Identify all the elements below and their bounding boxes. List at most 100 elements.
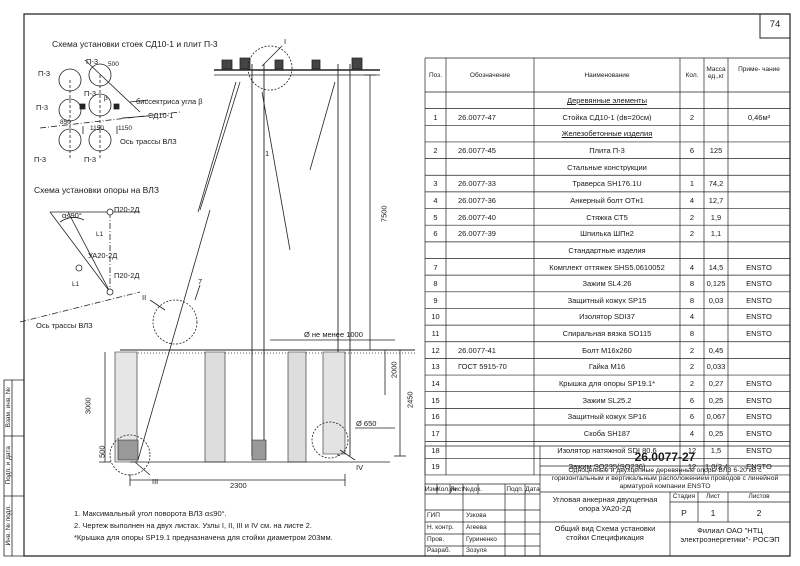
spec-row-note: ENSTO [746, 413, 772, 421]
spec-row-designation: 26.0077-41 [458, 346, 496, 355]
spec-row-designation: 26.0077-36 [458, 196, 496, 205]
spec-row-qty: 2 [689, 113, 695, 122]
spec-row-name: Защитный кожух SP16 [567, 413, 647, 421]
spec-row-name: Изолятор SDI37 [579, 313, 635, 321]
label-dim-2450: 2450 [405, 391, 415, 409]
doc-code: 26.0077-27 [634, 450, 696, 464]
label-p20-a: П20-2Д [114, 205, 140, 214]
label-dim-3000: 3000 [83, 397, 93, 415]
stage-value: Р [681, 508, 687, 518]
title-block-grid [425, 446, 790, 556]
spec-row-qty: 8 [689, 280, 695, 288]
spec-section-title: Железобетонные изделия [561, 130, 653, 138]
spec-row-name: Зажим SL25.2 [582, 396, 632, 405]
label-alpha: α≤90° [62, 211, 82, 220]
stage-header: Стадия [672, 493, 696, 500]
spec-row-name: Изолятор натяжной SDI 80.6 [557, 446, 657, 455]
label-dim-1150b: 1150 [118, 125, 132, 132]
support-layout-scheme [20, 209, 140, 322]
spec-row-mass: 1,0(2,45) [705, 463, 727, 471]
spec-row-qty: 2 [689, 230, 695, 238]
spec-row-mass: 125 [709, 146, 723, 155]
label-dim-850: 850 [60, 119, 71, 126]
spec-row-pos: 3 [433, 180, 438, 188]
spec-header-mass: Масса ед.,кг [706, 66, 726, 81]
spec-row-qty: 8 [689, 296, 695, 305]
col-h-ndoc: №док. [463, 486, 483, 493]
label-dim-1150a: 1150 [90, 125, 104, 132]
spec-table-grid [425, 58, 790, 475]
spec-row-qty: 2 [689, 346, 695, 355]
label-dim-500: 500 [108, 61, 119, 68]
sheets-header: Листов [748, 493, 770, 500]
spec-row-designation: 26.0077-45 [458, 146, 496, 155]
spec-row-name: Анкерный болт ОТн1 [570, 196, 644, 205]
spec-row-pos: 18 [431, 446, 440, 455]
note-3: *Крышка для опоры SP19.1 предназначена д… [74, 533, 333, 542]
spec-row-name: Стяжка СТ5 [586, 213, 628, 222]
label-l1-b: L1 [72, 281, 80, 288]
spec-row-mass: 0,03 [708, 296, 724, 305]
spec-row-pos: 12 [431, 346, 440, 355]
spec-row-name: Траверса SH176.1U [572, 180, 642, 188]
binding-stamp [4, 380, 24, 556]
spec-row-qty: 2 [689, 213, 695, 222]
spec-row-pos: 5 [433, 213, 438, 222]
label-p20-b: П20-2Д [114, 271, 140, 280]
spec-row-name: Стойка СД10-1 (dв=20см) [562, 113, 652, 122]
role-0-name: Узкова [466, 512, 487, 519]
sheet-value: 1 [710, 508, 716, 518]
spec-row-mass: 74,2 [708, 180, 724, 188]
label-num-1: 1 [265, 149, 270, 158]
support-name: Угловая анкерная двухцепная опора УА20-2… [552, 495, 658, 513]
spec-row-pos: 15 [431, 396, 440, 405]
spec-row-qty: 2 [689, 380, 695, 388]
spec-row-name: Скоба SH187 [583, 430, 631, 438]
spec-row-pos: 11 [431, 330, 440, 338]
label-p3-f: П-3 [84, 155, 97, 164]
label-dim-500b: 500 [97, 445, 107, 459]
role-1: Н. контр. [427, 524, 454, 531]
spec-row-name: Зажим SL4.26 [582, 280, 632, 288]
spec-row-note: ENSTO [746, 463, 772, 471]
label-beta: β [104, 95, 108, 102]
spec-row-mass: 0,125 [706, 280, 726, 288]
role-0: ГИП [427, 512, 440, 519]
spec-row-pos: 8 [433, 280, 438, 288]
label-dim-2000: 2000 [389, 361, 399, 379]
label-dim-650: Ø 650 [356, 419, 377, 428]
label-node-i: I [284, 37, 287, 46]
spec-row-qty: 1 [689, 180, 695, 188]
spec-row-designation: 26.0077-39 [458, 230, 496, 238]
spec-row-pos: 1 [433, 113, 438, 122]
label-p3-d: П-3 [84, 89, 97, 98]
spec-section-title: Стальные конструкции [567, 163, 647, 172]
spec-header-name: Наименование [584, 72, 630, 79]
label-l1-a: L1 [96, 231, 104, 238]
role-2: Пров. [427, 536, 445, 543]
spec-row-qty: 2 [689, 363, 695, 371]
label-p3-c: П-3 [36, 103, 49, 112]
role-2-name: Гуриненко [466, 536, 497, 543]
spec-row-pos: 14 [431, 380, 440, 388]
spec-row-note: ENSTO [746, 396, 772, 405]
spec-row-mass: 0,45 [708, 346, 724, 355]
support-elevation [99, 46, 415, 486]
role-1-name: Агеева [466, 524, 487, 531]
label-dim-2300: 2300 [230, 481, 247, 490]
spec-header-designation: Обозначение [469, 72, 511, 79]
spec-row-pos: 4 [433, 196, 438, 205]
scheme-pillars-title: Схема установки стоек СД10-1 и плит П-3 [52, 39, 218, 49]
spec-row-pos: 19 [431, 463, 440, 471]
spec-row-pos: 7 [433, 263, 438, 271]
spec-row-mass: 1,9 [710, 213, 722, 222]
label-axis-1: Ось трассы ВЛЗ [120, 137, 177, 146]
spec-row-name: Спиральная вязка SO115 [562, 330, 652, 338]
spec-row-qty: 8 [689, 330, 695, 338]
spec-row-name: Гайка М16 [588, 363, 626, 371]
spec-row-pos: 16 [431, 413, 440, 421]
spec-section-title: Стандартные изделия [568, 246, 646, 255]
spec-row-mass: 1,5 [710, 446, 722, 455]
spec-row-note: ENSTO [746, 296, 772, 305]
